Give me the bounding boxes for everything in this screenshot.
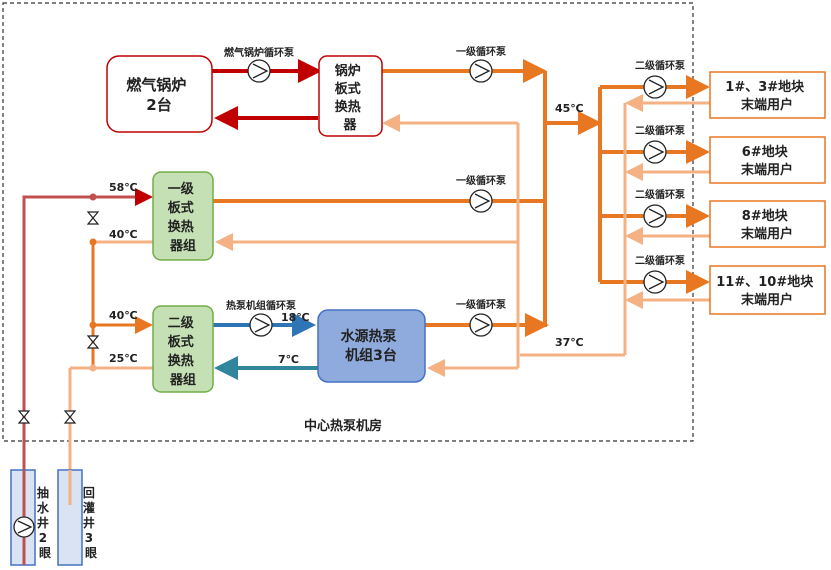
hx1-box[interactable] xyxy=(152,171,214,261)
user2-text: 6#地块 末端用户 xyxy=(740,144,793,178)
machine-room-label: 中心热泵机房 xyxy=(304,418,382,434)
heat-pump-box[interactable] xyxy=(317,309,426,383)
gas-boiler-text: 燃气锅炉 2台 xyxy=(126,76,191,114)
valve-icon[interactable] xyxy=(63,410,77,424)
temp-18: 18℃ xyxy=(281,311,310,324)
junction-dot-25 xyxy=(89,364,97,372)
temp-40-hx2: 40℃ xyxy=(109,309,138,322)
hx2-text: 二级 板式 换热 器组 xyxy=(168,315,199,388)
secondary-pump-2-icon[interactable] xyxy=(643,140,667,164)
user3-text: 8#地块 末端用户 xyxy=(740,208,793,242)
hx2-box[interactable] xyxy=(152,305,214,393)
primary-pump-3-label: 一级循环泵 xyxy=(456,298,507,311)
boiler-hx-text: 锅炉 板式 换热 器 xyxy=(335,63,366,133)
junction-dot-40b xyxy=(89,321,97,329)
junction-dot-40a xyxy=(89,238,97,246)
heat-pump-text: 水源热泵 机组3台 xyxy=(341,328,402,364)
primary-pump-1-label: 一级循环泵 xyxy=(456,45,507,58)
user4-text: 11#、10#地块 末端用户 xyxy=(716,274,818,308)
primary-pump-3-icon[interactable] xyxy=(469,313,493,337)
secondary-pump-3-icon[interactable] xyxy=(643,204,667,228)
primary-pump-2-label: 一级循环泵 xyxy=(456,174,507,187)
user1-box[interactable] xyxy=(709,71,826,119)
recharge-well-label: 回 灌 井 3 眼 xyxy=(82,486,99,560)
gas-boiler-box[interactable] xyxy=(106,55,213,133)
well-supply-pipe xyxy=(22,188,153,560)
valve-icon[interactable] xyxy=(17,410,31,424)
boiler-hx-box[interactable] xyxy=(318,55,383,137)
secondary-pump-1-label: 二级循环泵 xyxy=(635,59,686,72)
primary-pump-1-icon[interactable] xyxy=(469,59,493,83)
secondary-pump-3-label: 二级循环泵 xyxy=(635,188,686,201)
valve-icon[interactable] xyxy=(86,335,100,349)
user1-text: 1#、3#地块 末端用户 xyxy=(725,79,808,113)
primary-pump-2-icon[interactable] xyxy=(469,189,493,213)
valve-icon[interactable] xyxy=(86,211,100,225)
boiler-pump-icon[interactable] xyxy=(247,59,271,83)
temp-25: 25℃ xyxy=(109,352,138,365)
temp-7: 7℃ xyxy=(278,353,299,366)
secondary-pump-1-icon[interactable] xyxy=(643,75,667,99)
secondary-pump-2-label: 二级循环泵 xyxy=(635,124,686,137)
user2-box[interactable] xyxy=(709,136,826,184)
user3-box[interactable] xyxy=(709,200,826,248)
secondary-pump-4-icon[interactable] xyxy=(643,270,667,294)
temp-45: 45℃ xyxy=(555,102,584,115)
user4-box[interactable] xyxy=(709,265,826,315)
well-pump-icon[interactable] xyxy=(13,516,35,538)
hx1-text: 一级 板式 换热 器组 xyxy=(168,181,199,254)
temp-40-hx1: 40℃ xyxy=(109,228,138,241)
heatpump-loop-pump-icon[interactable] xyxy=(249,313,273,337)
temp-37: 37℃ xyxy=(555,336,584,349)
secondary-pump-4-label: 二级循环泵 xyxy=(635,254,686,267)
temp-58: 58℃ xyxy=(109,181,138,194)
pumping-well-label: 抽 水 井 2 眼 xyxy=(37,485,53,560)
machine-room-boundary xyxy=(2,2,694,442)
junction-dot-58 xyxy=(89,193,97,201)
boiler-pump-label: 燃气锅炉循环泵 xyxy=(224,46,295,59)
heatpump-pump-label: 热泵机组循环泵 xyxy=(226,299,297,312)
